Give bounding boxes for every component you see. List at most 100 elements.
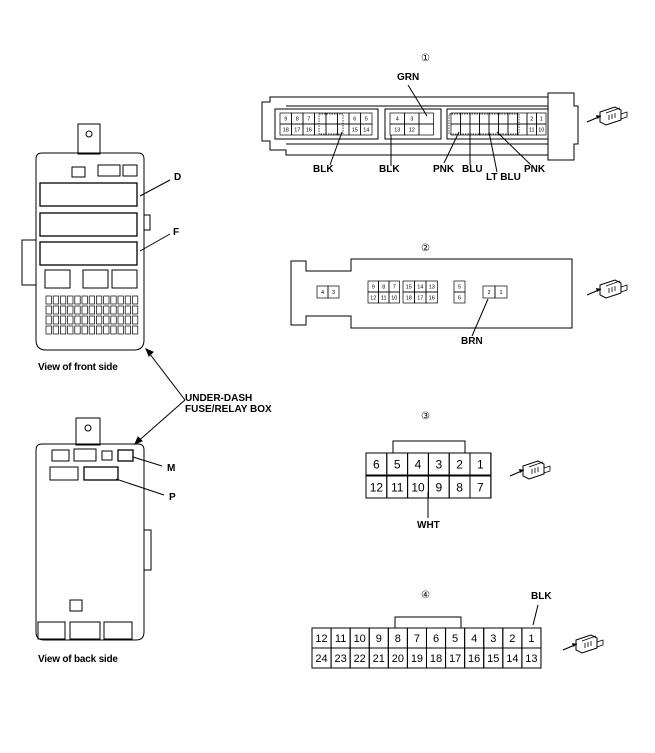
svg-text:6: 6 — [353, 116, 356, 122]
connector-m — [117, 449, 134, 462]
svg-text:5: 5 — [365, 116, 368, 122]
back-fuse-box — [35, 417, 152, 641]
cavity: 12 — [311, 627, 332, 649]
fuse-box-name-line2: FUSE/RELAY BOX — [185, 404, 272, 415]
svg-text:10: 10 — [391, 295, 397, 301]
label-f: F — [173, 227, 180, 238]
wire-pnk-1: PNK — [433, 164, 455, 175]
cavity: 21 — [368, 647, 389, 669]
svg-text:12: 12 — [370, 480, 384, 494]
cavity: 12 — [367, 291, 379, 304]
cavity: 8 — [291, 112, 304, 125]
cavity: 11 — [526, 123, 537, 136]
svg-text:18: 18 — [283, 127, 289, 133]
connector-1-number: ① — [421, 53, 430, 64]
cavity: 2 — [502, 627, 523, 649]
svg-text:7: 7 — [477, 480, 484, 494]
cavity: 20 — [387, 647, 408, 669]
cavity: 3 — [483, 627, 504, 649]
cavity: 15 — [348, 123, 361, 136]
wire-wht: WHT — [417, 520, 440, 531]
cavity — [469, 123, 480, 136]
cavity: 11 — [378, 291, 390, 304]
cavity: 4 — [464, 627, 485, 649]
cavity: 15 — [402, 280, 415, 293]
svg-text:14: 14 — [506, 653, 518, 665]
svg-text:13: 13 — [429, 284, 435, 290]
cavity: 14 — [360, 123, 373, 136]
svg-text:14: 14 — [363, 127, 369, 133]
cavity: 9 — [367, 280, 379, 293]
cavity: 2 — [526, 112, 537, 125]
cavity: 11 — [330, 627, 351, 649]
svg-text:6: 6 — [373, 457, 380, 471]
fuse-block-f — [39, 241, 138, 266]
svg-text:15: 15 — [352, 127, 358, 133]
cavity: 4 — [316, 285, 329, 299]
front-fuse-box — [21, 123, 151, 351]
fuse-box-name-line1: UNDER-DASH — [185, 393, 253, 404]
svg-text:9: 9 — [435, 480, 442, 494]
fuse-block-e — [39, 212, 138, 237]
svg-text:4: 4 — [321, 290, 324, 296]
cavity — [479, 112, 490, 125]
svg-text:8: 8 — [296, 116, 299, 122]
harness-plug-icon-4 — [562, 634, 604, 654]
svg-text:3: 3 — [490, 633, 496, 645]
svg-text:3: 3 — [435, 457, 442, 471]
harness-plug-icon-1 — [586, 106, 628, 126]
fuse-block-d — [39, 182, 138, 207]
svg-text:24: 24 — [315, 653, 327, 665]
svg-text:10: 10 — [538, 127, 544, 133]
wire-blk-2: BLK — [379, 164, 400, 175]
cavity: 1 — [469, 452, 492, 476]
cavity — [460, 123, 471, 136]
cavity: 4 — [389, 112, 405, 125]
svg-text:5: 5 — [458, 284, 461, 290]
cavity: 10 — [349, 627, 370, 649]
svg-text:4: 4 — [396, 116, 399, 122]
wire-grn: GRN — [397, 72, 420, 83]
harness-plug-icon-3 — [509, 460, 551, 480]
cavity: 10 — [407, 475, 429, 499]
cavity: 24 — [311, 647, 332, 669]
cavity: 6 — [425, 627, 447, 649]
cavity: 10 — [388, 291, 400, 304]
cavity: 12 — [365, 475, 388, 499]
svg-text:15: 15 — [406, 284, 412, 290]
cavity: 13 — [425, 280, 438, 293]
svg-text:18: 18 — [406, 295, 412, 301]
svg-text:14: 14 — [417, 284, 423, 290]
cavity: 6 — [453, 291, 466, 304]
wire-blk-1: BLK — [313, 164, 334, 175]
cavity: 3 — [327, 285, 340, 299]
cavity: 17 — [291, 123, 304, 136]
connector-2-number: ② — [421, 243, 430, 254]
svg-text:10: 10 — [411, 480, 425, 494]
cavity: 23 — [330, 647, 351, 669]
svg-text:18: 18 — [430, 653, 442, 665]
cavity — [488, 123, 499, 136]
harness-plug-icon-2 — [586, 279, 628, 299]
cavity: 19 — [406, 647, 427, 669]
cavity: 6 — [348, 112, 361, 125]
wire-brn: BRN — [461, 336, 483, 347]
svg-text:6: 6 — [458, 295, 461, 301]
fuse-box-leaders — [115, 179, 186, 496]
cavity — [418, 123, 434, 136]
svg-text:17: 17 — [449, 653, 461, 665]
svg-text:17: 17 — [294, 127, 300, 133]
cavity: 3 — [404, 112, 420, 125]
svg-text:19: 19 — [411, 653, 423, 665]
cavity: 8 — [378, 280, 390, 293]
cavity — [507, 112, 518, 125]
cavity: 16 — [425, 291, 438, 304]
svg-text:12: 12 — [409, 127, 415, 133]
label-m: M — [167, 463, 176, 474]
svg-text:9: 9 — [376, 633, 382, 645]
svg-text:2: 2 — [530, 116, 533, 122]
svg-text:7: 7 — [307, 116, 310, 122]
svg-text:9: 9 — [284, 116, 287, 122]
cavity: 17 — [414, 291, 427, 304]
